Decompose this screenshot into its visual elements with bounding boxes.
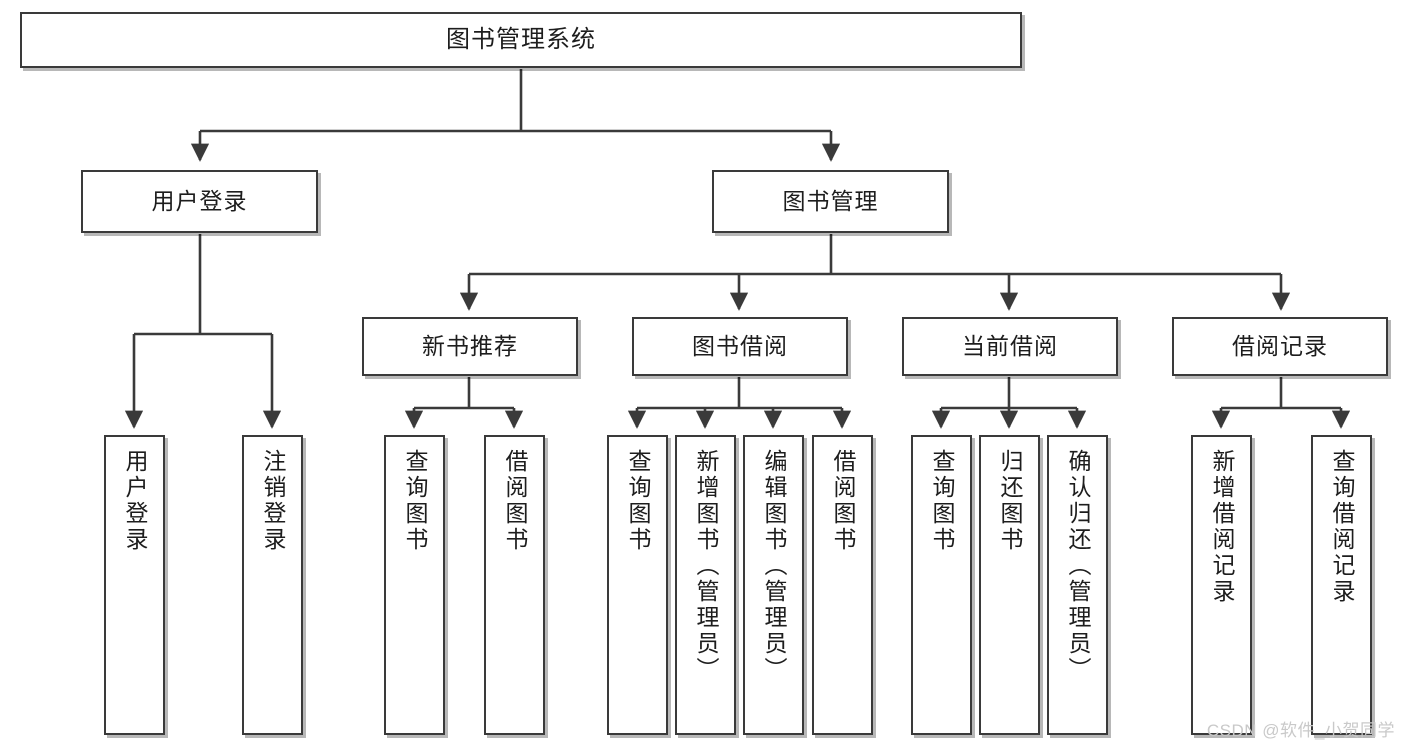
leaf-logout[interactable]: 注销登录: [242, 435, 303, 735]
leaf-confirm-return-admin[interactable]: 确认归还（管理员）: [1047, 435, 1108, 735]
node-book-management-label: 图书管理: [782, 188, 879, 215]
node-book-borrow[interactable]: 图书借阅: [632, 317, 848, 376]
leaf-borrow-book[interactable]: 借阅图书: [812, 435, 873, 735]
node-new-book-recommend-label: 新书推荐: [422, 333, 518, 360]
node-current-borrow[interactable]: 当前借阅: [902, 317, 1118, 376]
leaf-edit-book-admin-label: 编辑图书（管理员）: [761, 449, 787, 683]
leaf-query-borrow-record-label: 查询借阅记录: [1329, 449, 1355, 605]
leaf-query-book-recommend-label: 查询图书: [402, 449, 428, 553]
leaf-query-book-recommend[interactable]: 查询图书: [384, 435, 445, 735]
csdn-watermark: CSDN @软件_小贺同学: [1206, 721, 1395, 740]
node-user-login[interactable]: 用户登录: [81, 170, 318, 233]
node-book-borrow-label: 图书借阅: [692, 333, 788, 360]
leaf-add-borrow-record[interactable]: 新增借阅记录: [1191, 435, 1252, 735]
node-root[interactable]: 图书管理系统: [20, 12, 1022, 68]
leaf-confirm-return-admin-label: 确认归还（管理员）: [1065, 449, 1091, 683]
leaf-add-borrow-record-label: 新增借阅记录: [1209, 449, 1235, 605]
leaf-borrow-book-recommend[interactable]: 借阅图书: [484, 435, 545, 735]
leaf-add-book-admin-label: 新增图书（管理员）: [693, 449, 719, 683]
node-book-management[interactable]: 图书管理: [712, 170, 949, 233]
leaf-borrow-book-label: 借阅图书: [830, 449, 856, 553]
leaf-logout-label: 注销登录: [260, 449, 286, 553]
node-borrow-record[interactable]: 借阅记录: [1172, 317, 1388, 376]
leaf-edit-book-admin[interactable]: 编辑图书（管理员）: [743, 435, 804, 735]
leaf-query-borrow-record[interactable]: 查询借阅记录: [1311, 435, 1372, 735]
leaf-user-login[interactable]: 用户登录: [104, 435, 165, 735]
leaf-add-book-admin[interactable]: 新增图书（管理员）: [675, 435, 736, 735]
leaf-borrow-book-recommend-label: 借阅图书: [502, 449, 528, 553]
leaf-return-book-label: 归还图书: [997, 449, 1023, 553]
node-root-label: 图书管理系统: [446, 26, 596, 53]
leaf-query-book-borrow[interactable]: 查询图书: [607, 435, 668, 735]
leaf-user-login-label: 用户登录: [122, 449, 148, 553]
leaf-query-book-current-label: 查询图书: [929, 449, 955, 553]
node-current-borrow-label: 当前借阅: [962, 333, 1058, 360]
leaf-return-book[interactable]: 归还图书: [979, 435, 1040, 735]
leaf-query-book-current[interactable]: 查询图书: [911, 435, 972, 735]
node-borrow-record-label: 借阅记录: [1232, 333, 1328, 360]
node-new-book-recommend[interactable]: 新书推荐: [362, 317, 578, 376]
leaf-query-book-borrow-label: 查询图书: [625, 449, 651, 553]
node-user-login-label: 用户登录: [151, 188, 248, 215]
